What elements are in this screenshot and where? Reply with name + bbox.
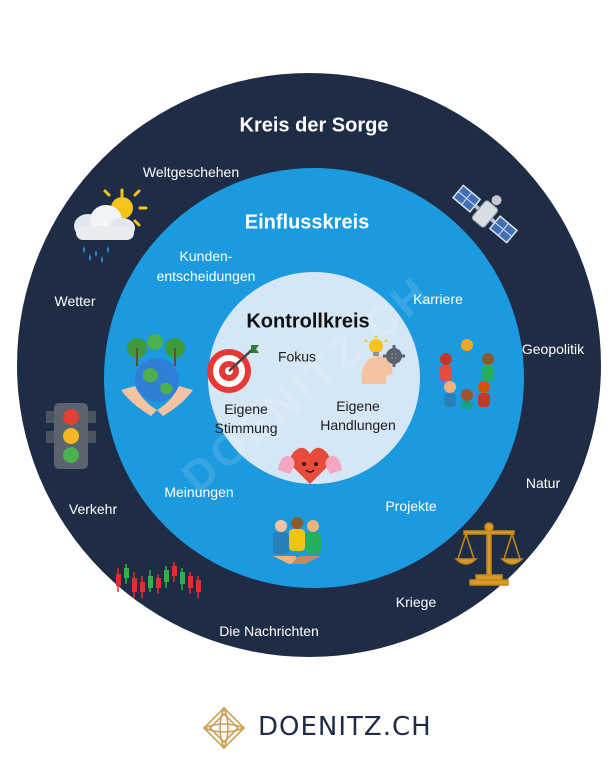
satellite-icon xyxy=(451,184,519,244)
label-kriege: Kriege xyxy=(395,594,437,610)
traffic-light-icon xyxy=(46,403,96,469)
strong-heart-icon xyxy=(278,447,342,484)
label-stimmung-line1: Eigene xyxy=(224,401,268,417)
title-circle-of-concern: Kreis der Sorge xyxy=(239,114,389,137)
label-geopolitik: Geopolitik xyxy=(521,341,585,357)
label-meinungen: Meinungen xyxy=(164,484,234,500)
label-verkehr: Verkehr xyxy=(68,501,118,517)
idea-gears-icon xyxy=(361,336,405,384)
label-natur: Natur xyxy=(525,475,561,491)
brand-name: DOENITZ.CH xyxy=(258,712,432,742)
label-fokus: Fokus xyxy=(277,348,317,365)
label-handlungen-line2: Handlungen xyxy=(320,417,396,433)
label-weltgeschehen: Weltgeschehen xyxy=(142,164,240,180)
label-eigene-handlungen: Eigene Handlungen xyxy=(320,397,396,435)
label-nachrichten: Die Nachrichten xyxy=(219,623,319,639)
scales-icon xyxy=(454,522,524,586)
label-projekte: Projekte xyxy=(385,498,437,514)
weather-icon xyxy=(74,188,148,263)
label-stimmung-line2: Stimmung xyxy=(214,420,278,436)
handshake-icon xyxy=(273,517,321,564)
title-circle-of-control: Kontrollkreis xyxy=(246,310,370,333)
stock-chart-icon xyxy=(116,562,201,598)
target-icon xyxy=(207,345,259,393)
label-wetter: Wetter xyxy=(54,293,96,309)
label-kunden-line2: entscheidungen xyxy=(156,268,256,284)
brand-logo-icon xyxy=(202,706,246,750)
earth-hands-icon xyxy=(121,334,193,416)
label-handlungen-line1: Eigene xyxy=(336,398,380,414)
team-circle-icon xyxy=(440,339,494,409)
label-karriere: Karriere xyxy=(413,291,463,307)
label-kundenentscheidungen: Kunden- entscheidungen xyxy=(157,246,256,286)
label-kunden-line1: Kunden- xyxy=(179,248,233,264)
title-circle-of-influence: Einflusskreis xyxy=(244,211,370,234)
label-eigene-stimmung: Eigene Stimmung xyxy=(214,400,277,438)
